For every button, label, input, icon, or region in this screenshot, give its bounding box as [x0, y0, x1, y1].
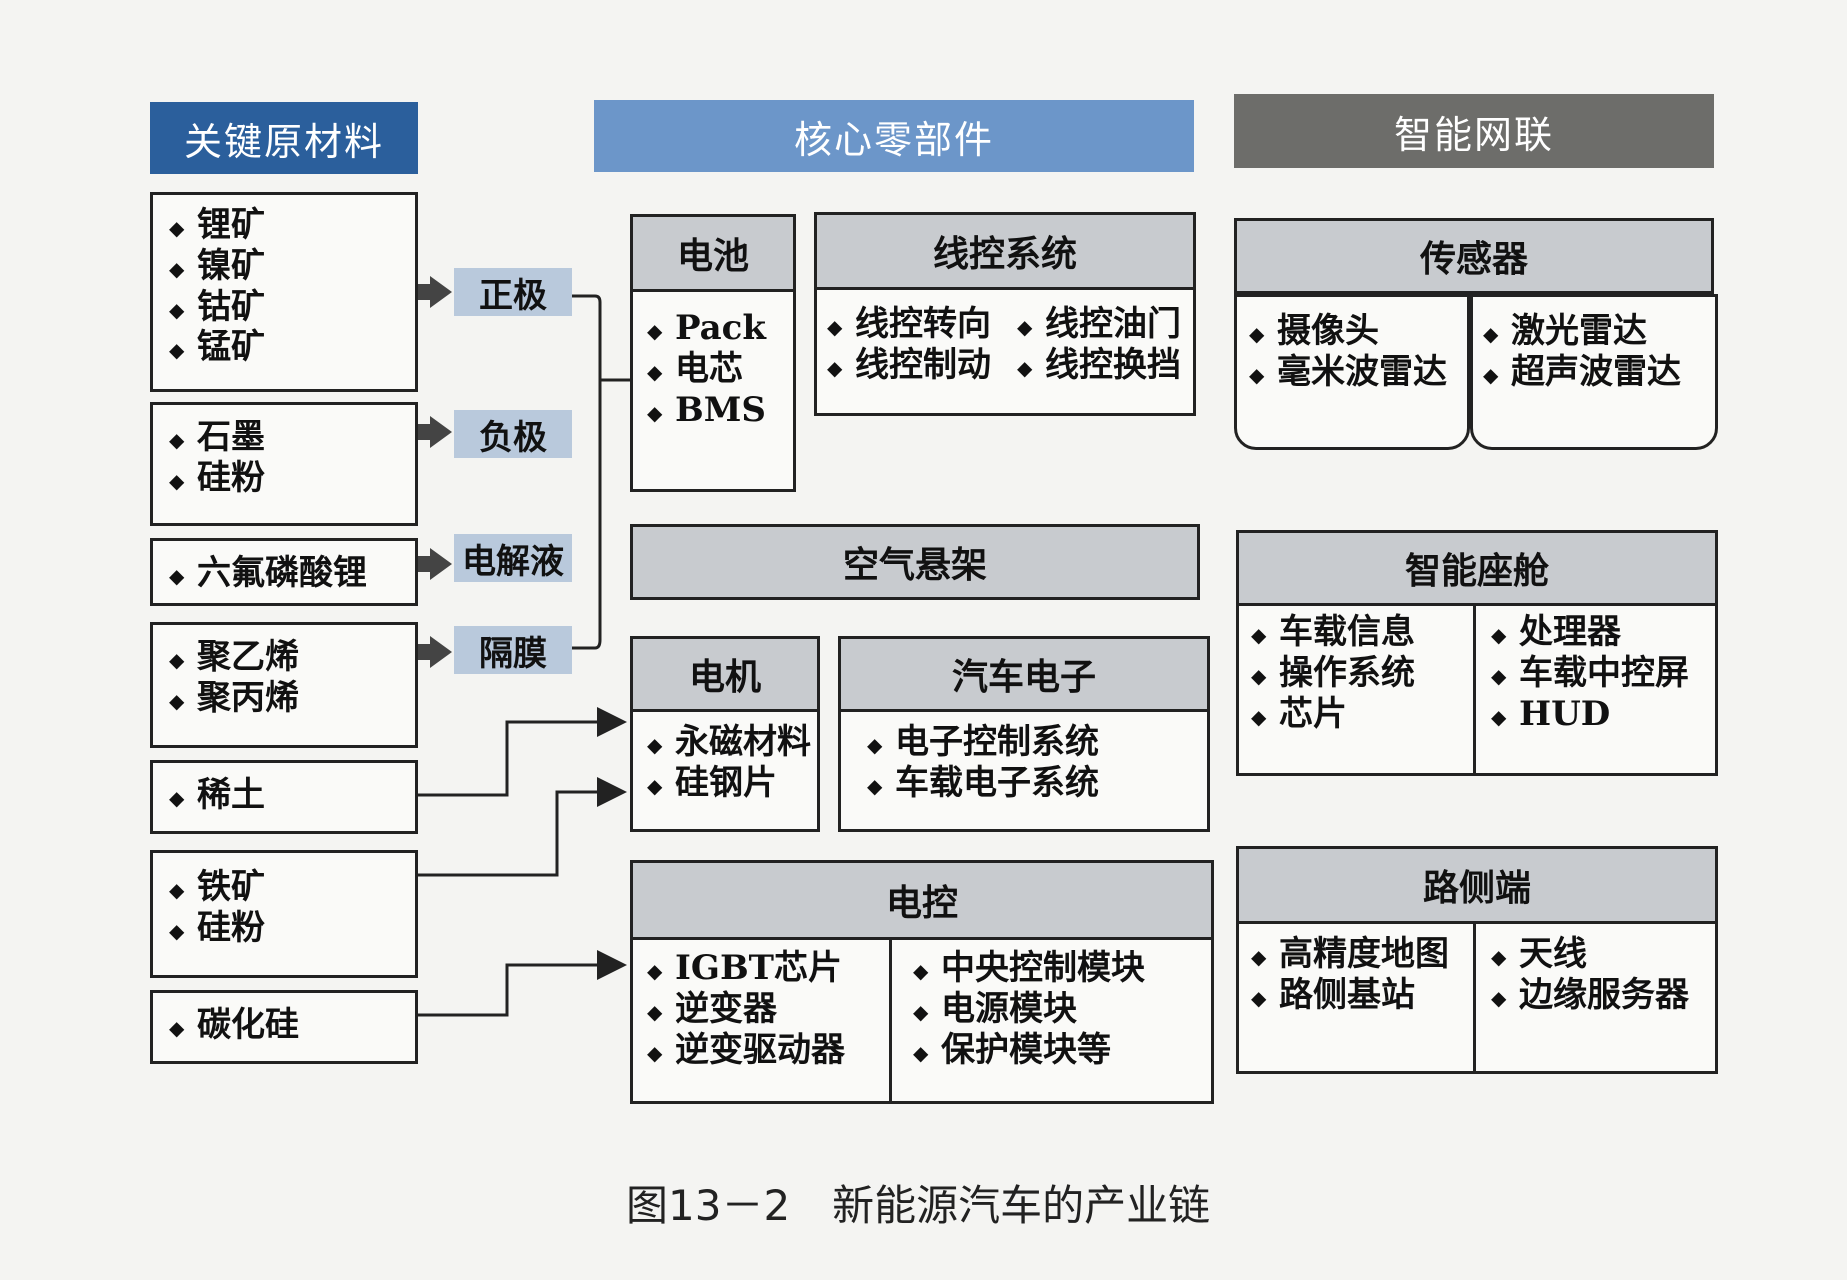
list-item: 电芯	[641, 349, 793, 395]
tags-bracket	[572, 294, 602, 650]
header-core-components: 核心零部件	[594, 100, 1194, 172]
list-item: 硅粉	[163, 458, 415, 504]
header-smart-connected: 智能网联	[1234, 94, 1714, 168]
sensors-col-left: 摄像头 毫米波雷达	[1234, 294, 1470, 450]
list-item: 天线	[1485, 934, 1689, 980]
motor-box: 电机 永磁材料 硅钢片	[630, 636, 820, 832]
sic-to-econtrol	[416, 950, 627, 1017]
sensors-title-box: 传感器	[1234, 218, 1714, 294]
list-item: 锰矿	[163, 327, 415, 373]
header-key-materials: 关键原材料	[150, 102, 418, 174]
list-item: 六氟磷酸锂	[163, 553, 415, 599]
figure-caption: 图13－2 新能源汽车的产业链	[626, 1181, 1211, 1230]
list-item: 毫米波雷达	[1243, 352, 1467, 398]
wire-control-title: 线控系统	[817, 215, 1193, 290]
list-item: 激光雷达	[1477, 311, 1715, 357]
air-suspension-box: 空气悬架	[630, 524, 1200, 600]
list-item: 永磁材料	[641, 722, 817, 768]
roadside-title: 路侧端	[1239, 849, 1715, 924]
electric-control-title: 电控	[633, 863, 1211, 940]
material-box-iron: 铁矿 硅粉	[150, 850, 418, 978]
tag-separator: 隔膜	[454, 626, 572, 674]
list-item: 硅钢片	[641, 763, 817, 809]
list-item: 线控油门	[1011, 304, 1181, 350]
list-item: 车载电子系统	[861, 763, 1207, 809]
list-item: 稀土	[163, 775, 415, 821]
list-item: 操作系统	[1245, 653, 1477, 699]
list-item: 镍矿	[163, 246, 415, 292]
list-item: 碳化硅	[163, 1005, 415, 1051]
list-item: 电子控制系统	[861, 722, 1207, 768]
list-item: 处理器	[1485, 612, 1689, 658]
list-item: 锂矿	[163, 205, 415, 251]
wire-control-box: 线控系统 线控转向 线控制动 线控油门 线控换挡	[814, 212, 1196, 416]
battery-title: 电池	[633, 217, 793, 292]
list-item: 车载信息	[1245, 612, 1477, 658]
battery-box: 电池 Pack 电芯 BMS	[630, 214, 796, 492]
list-item: 聚乙烯	[163, 637, 415, 683]
motor-title: 电机	[633, 639, 817, 712]
list-item: 超声波雷达	[1477, 352, 1715, 398]
rare-earth-to-motor	[416, 707, 627, 797]
electric-control-box: 电控 IGBT芯片 逆变器 逆变驱动器 中央控制模块 电源模块 保护模块等	[630, 860, 1214, 1104]
list-item: 边缘服务器	[1485, 975, 1689, 1021]
list-item: 硅粉	[163, 908, 415, 954]
list-item: 芯片	[1245, 694, 1477, 740]
list-item: 车载中控屏	[1485, 653, 1689, 699]
material-box-sic: 碳化硅	[150, 990, 418, 1064]
auto-electronics-box: 汽车电子 电子控制系统 车载电子系统	[838, 636, 1210, 832]
sensors-title: 传感器	[1237, 221, 1711, 291]
list-item: 线控转向	[821, 304, 1011, 350]
material-box-anode: 石墨 硅粉	[150, 402, 418, 526]
cockpit-box: 智能座舱 车载信息 操作系统 芯片 处理器 车载中控屏 HUD	[1236, 530, 1718, 776]
list-item: 线控制动	[821, 345, 1011, 391]
list-item: 中央控制模块	[907, 948, 1145, 994]
iron-ore-to-motor	[416, 777, 627, 877]
list-item: 钴矿	[163, 287, 415, 333]
column-divider	[889, 940, 892, 1104]
tag-anode: 负极	[454, 410, 572, 458]
sensors-col-right: 激光雷达 超声波雷达	[1470, 294, 1718, 450]
column-divider	[1473, 606, 1476, 776]
list-item: 石墨	[163, 417, 415, 463]
list-item: 聚丙烯	[163, 678, 415, 724]
material-box-separator: 聚乙烯 聚丙烯	[150, 622, 418, 748]
list-item: 高精度地图	[1245, 934, 1477, 980]
list-item: 摄像头	[1243, 311, 1467, 357]
list-item: 线控换挡	[1011, 345, 1181, 391]
roadside-box: 路侧端 高精度地图 路侧基站 天线 边缘服务器	[1236, 846, 1718, 1074]
list-item: 保护模块等	[907, 1030, 1145, 1076]
list-item: 铁矿	[163, 867, 415, 913]
list-item: HUD	[1485, 694, 1689, 740]
tag-electrolyte: 电解液	[454, 534, 572, 582]
list-item: 路侧基站	[1245, 975, 1477, 1021]
cockpit-title: 智能座舱	[1239, 533, 1715, 606]
list-item: BMS	[641, 390, 793, 436]
tag-cathode: 正极	[454, 268, 572, 316]
column-divider	[1473, 924, 1476, 1074]
list-item: 逆变器	[641, 989, 895, 1035]
list-item: Pack	[641, 308, 793, 354]
list-item: 电源模块	[907, 989, 1145, 1035]
material-box-rare-earth: 稀土	[150, 760, 418, 834]
material-box-electrolyte: 六氟磷酸锂	[150, 538, 418, 606]
list-item: 逆变驱动器	[641, 1030, 895, 1076]
list-item: IGBT芯片	[641, 948, 895, 994]
material-box-cathode: 锂矿 镍矿 钴矿 锰矿	[150, 192, 418, 392]
auto-electronics-title: 汽车电子	[841, 639, 1207, 712]
